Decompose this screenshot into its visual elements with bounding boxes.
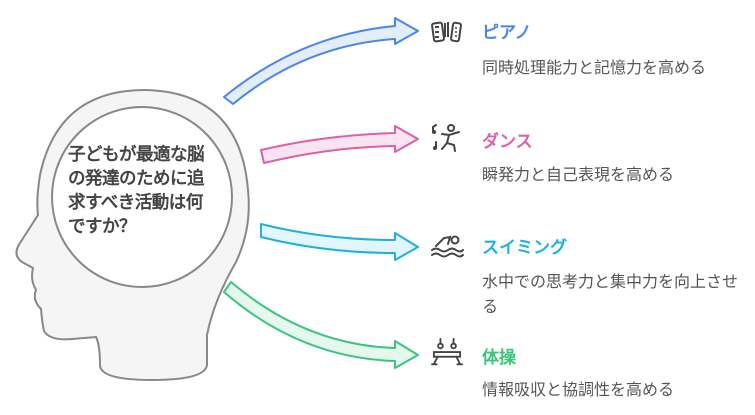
item-title-swimming: スイミング [482,238,567,258]
piano-keys-icon [431,21,462,43]
item-title-dance: ダンス [482,132,533,152]
item-desc-piano: 同時処理能力と記憶力を高める [482,58,707,77]
arrow-gymnastics [223,281,419,369]
dancer-icon [432,124,460,152]
arrow-dance [260,125,419,164]
item-title-piano: ピアノ [482,23,532,43]
item-desc-gymnastics: 情報吸収と協調性を高める [482,380,675,399]
swimmer-icon [431,235,464,258]
arrow-swimming [260,223,419,261]
brain-circle [51,106,233,288]
arrow-piano [223,17,419,105]
item-desc-swimming: 水中での思考力と集中力を向上させる [482,272,739,316]
gymnastics-rings-icon [431,338,463,366]
item-title-gymnastics: 体操 [482,348,516,368]
item-desc-dance: 瞬発力と自己表現を高める [482,165,675,184]
central-question: 子どもが最適な脳の発達のために追求すべき活動は何ですか？ [68,145,205,237]
